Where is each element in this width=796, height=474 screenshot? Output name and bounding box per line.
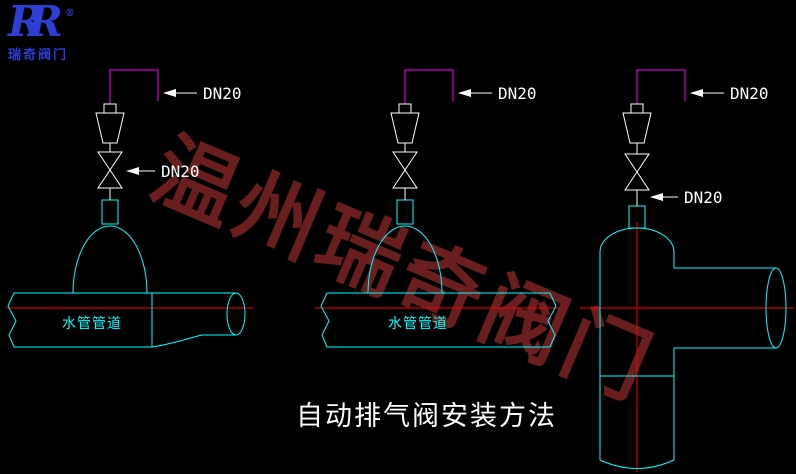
- shutoff-valve: [624, 153, 650, 191]
- pipe-break: [547, 292, 557, 348]
- pipe-label: 水管管道: [62, 316, 122, 332]
- drawing-title: 自动排气阀安装方法: [296, 401, 557, 432]
- valve-assembly: [390, 92, 492, 200]
- arrow-head-icon: [458, 89, 471, 97]
- watermark-text: 温州瑞奇阀门: [138, 120, 668, 419]
- riser-pipe: [636, 69, 686, 104]
- exhaust-valve: [622, 103, 652, 144]
- dn20-label: DN20: [684, 188, 723, 207]
- pipe-bottom-end: [599, 459, 675, 469]
- shutoff-valve: [392, 151, 418, 189]
- diagram-left-horizontal-pipe-reducer: DN20 DN20 水管管道: [6, 69, 253, 348]
- arrow-head-icon: [163, 89, 176, 97]
- exhaust-valve: [95, 103, 125, 144]
- brand-logo: RR® 瑞奇阀门: [8, 0, 75, 63]
- logo-monogram-text: RR: [8, 0, 63, 46]
- diagram-middle-horizontal-pipe: DN20 水管管道: [315, 69, 560, 348]
- pipe-label: 水管管道: [388, 316, 448, 332]
- water-pipe: [7, 199, 246, 348]
- pipe-reducer: [151, 334, 236, 348]
- dn20-label: DN20: [161, 162, 200, 181]
- dome-chamber: [367, 225, 443, 294]
- connection-nozzle: [101, 199, 119, 225]
- dome-chamber: [72, 225, 148, 294]
- exhaust-valve: [390, 103, 420, 144]
- arrow-head-icon: [650, 193, 663, 201]
- pipe-open-end: [765, 267, 787, 349]
- pipe-open-end: [226, 292, 246, 336]
- pipe-outline: [7, 292, 152, 348]
- water-pipe: [320, 199, 557, 348]
- valve-assembly: [95, 92, 197, 200]
- riser-pipe: [109, 69, 159, 104]
- dn20-label: DN20: [498, 84, 537, 103]
- arrow-head-icon: [126, 167, 139, 175]
- diagram-right-tee-pipe: DN20 DN20: [580, 69, 794, 472]
- riser-pipe: [404, 69, 454, 104]
- shutoff-valve: [97, 151, 123, 189]
- pipe-outline: [320, 292, 550, 348]
- water-pipe: [599, 205, 787, 469]
- dn20-label: DN20: [203, 84, 242, 103]
- registered-mark-icon: ®: [64, 8, 75, 19]
- logo-subtitle: 瑞奇阀门: [8, 48, 69, 64]
- logo-rr-monogram: RR®: [8, 0, 75, 44]
- arrow-head-icon: [690, 89, 703, 97]
- dn20-label: DN20: [730, 84, 769, 103]
